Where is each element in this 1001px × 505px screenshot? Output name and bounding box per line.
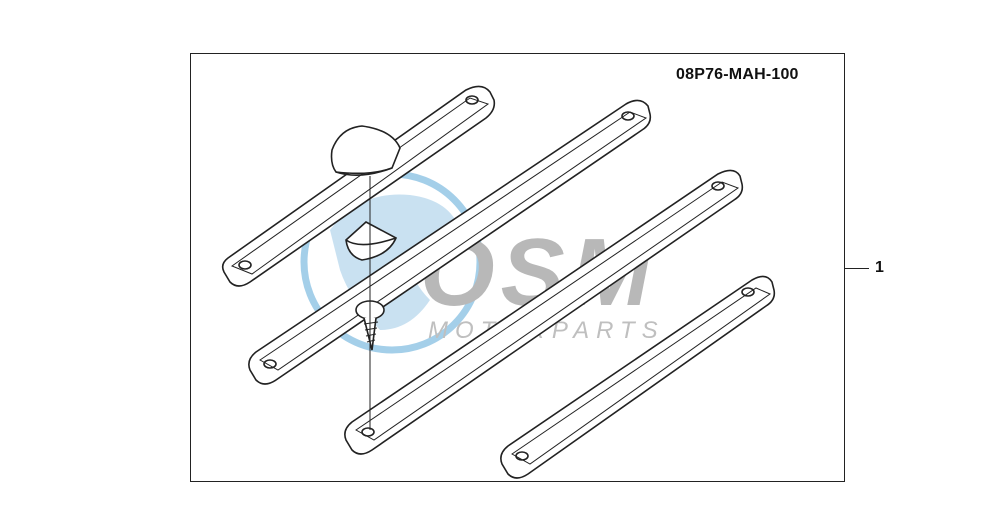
cap xyxy=(330,125,401,176)
strap-2 xyxy=(248,99,652,385)
strap-3 xyxy=(344,169,744,455)
diagram-frame xyxy=(190,53,845,482)
callout-label: 1 xyxy=(875,259,884,276)
strap-4 xyxy=(500,275,776,479)
callout-leader xyxy=(845,268,869,269)
base-plate xyxy=(345,221,398,261)
part-number: 08P76-MAH-100 xyxy=(676,66,799,83)
strap-1 xyxy=(221,85,496,287)
